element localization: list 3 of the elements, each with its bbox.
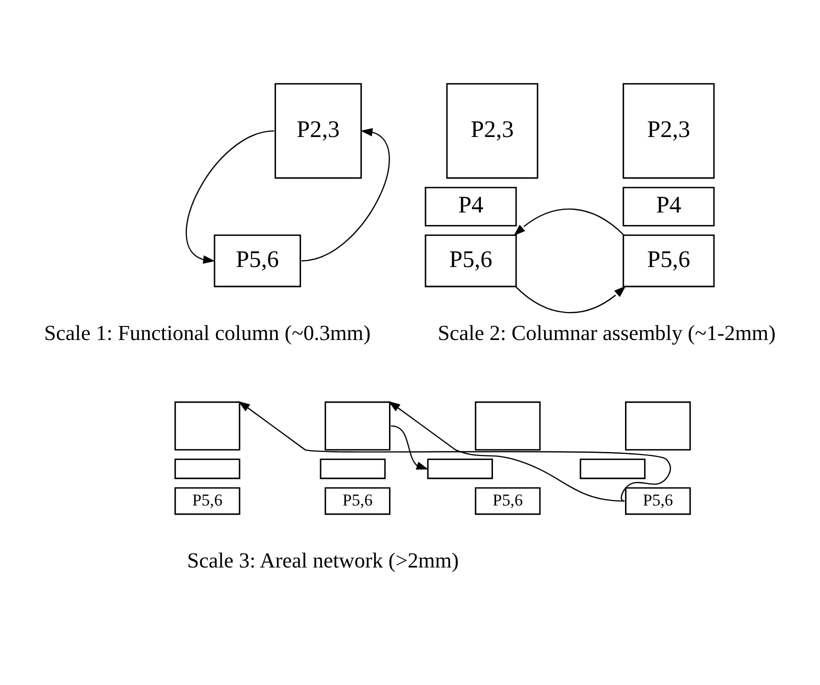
label: Scale 2: Columnar assembly (~1-2mm)	[438, 320, 776, 345]
label: Scale 1: Functional column (~0.3mm)	[44, 320, 371, 345]
label: Scale 3: Areal network (>2mm)	[187, 548, 459, 573]
